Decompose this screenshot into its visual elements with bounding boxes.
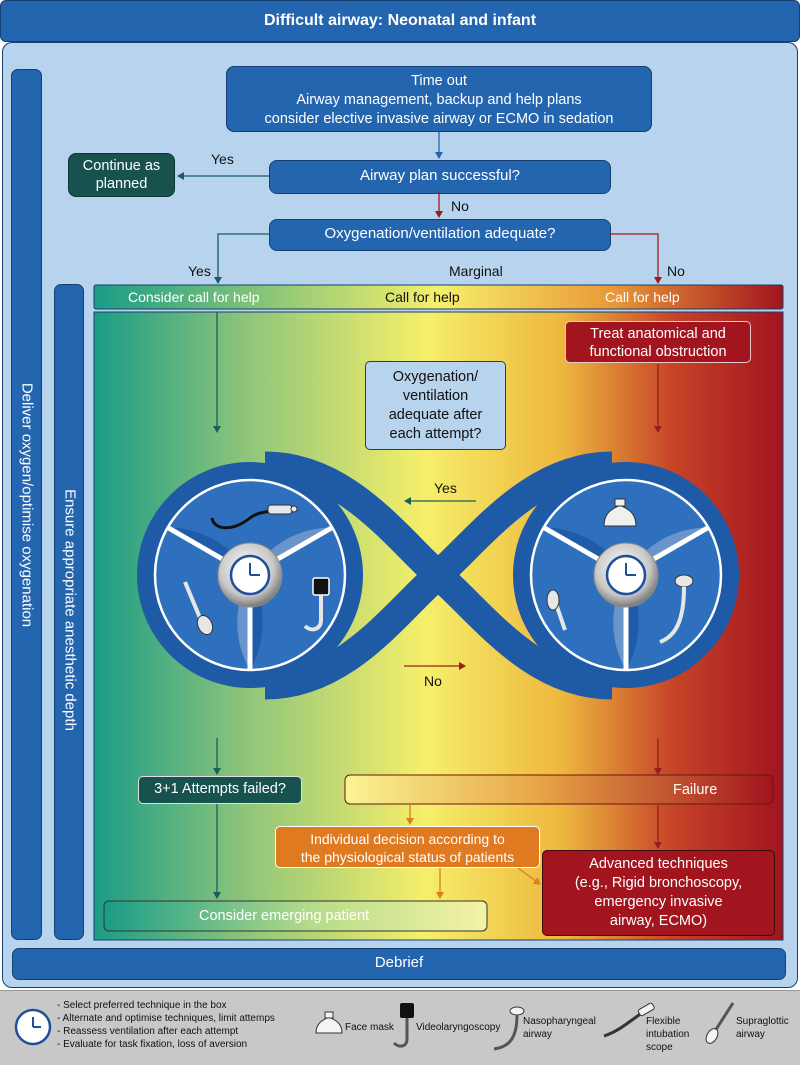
individual-line-1: Individual decision according to xyxy=(310,831,505,847)
left-technique-wheel xyxy=(153,478,347,672)
help-bar xyxy=(93,284,784,310)
right-technique-wheel xyxy=(529,478,723,672)
legend-note-4: - Evaluate for task fixation, loss of av… xyxy=(57,1039,248,1050)
help-bar-left: Consider call for help xyxy=(128,289,260,305)
face-mask-icon xyxy=(603,498,637,527)
legend-clock-icon xyxy=(14,1008,52,1046)
oxy-after-line-3: adequate after xyxy=(388,407,483,423)
failure-box xyxy=(344,774,774,805)
diagram-title: Difficult airway: Neonatal and infant xyxy=(0,0,800,42)
oxygenation-question-text: Oxygenation/ventilation adequate? xyxy=(324,225,556,242)
videolaryngoscope-icon xyxy=(303,577,330,632)
individual-line-2: the physiological status of patients xyxy=(300,849,515,865)
arrow-individual-advanced xyxy=(517,867,541,885)
flexible-scope-icon xyxy=(210,504,298,530)
oxygenation-bar: Deliver oxygen/optimise oxygenation xyxy=(11,69,42,940)
yes-label-top: Yes xyxy=(211,151,234,167)
legend-naso-label-1: Nasopharyngeal xyxy=(523,1016,596,1027)
oxygenation-question: Oxygenation/ventilation adequate? xyxy=(269,219,611,251)
advanced-line-2: (e.g., Rigid bronchoscopy, xyxy=(574,875,743,891)
help-bar-center: Call for help xyxy=(385,289,460,305)
no-label-branch: No xyxy=(667,263,685,279)
yes-label-branch: Yes xyxy=(188,263,211,279)
debrief-bar: Debrief xyxy=(12,948,786,980)
loop-no-label: No xyxy=(424,673,442,689)
no-label-top: No xyxy=(451,198,469,214)
legend-note-1: - Select preferred technique in the box xyxy=(57,1000,227,1011)
help-bar-right: Call for help xyxy=(605,289,680,305)
legend-naso-label-2: airway xyxy=(523,1029,552,1040)
legend-supraglottic-icon xyxy=(705,1002,735,1044)
legend-note-3: - Reassess ventilation after each attemp… xyxy=(57,1026,239,1037)
timeout-line-2: Airway management, backup and help plans xyxy=(296,92,582,108)
airway-plan-question: Airway plan successful? xyxy=(269,160,611,194)
continue-line-1: Continue as xyxy=(82,158,161,174)
attempts-failed-text: 3+1 Attempts failed? xyxy=(154,781,286,797)
airway-plan-question-text: Airway plan successful? xyxy=(359,167,521,184)
legend-videolaryngoscope-icon xyxy=(392,1003,414,1048)
oxy-after-line-4: each attempt? xyxy=(389,426,482,442)
individual-decision-box: Individual decision according to the phy… xyxy=(275,826,540,868)
anesthesia-bar: Ensure appropriate anesthetic depth xyxy=(54,284,84,940)
continue-line-2: planned xyxy=(95,176,148,192)
marginal-label: Marginal xyxy=(449,263,503,279)
oxy-after-line-1: Oxygenation/ xyxy=(392,369,479,385)
legend-face-mask-label: Face mask xyxy=(345,1022,394,1033)
supraglottic-airway-icon xyxy=(183,581,214,636)
legend-flex-label-2: intubation xyxy=(646,1029,690,1040)
treat-line-2: functional obstruction xyxy=(589,344,727,360)
legend-flexible-scope-icon xyxy=(603,1002,655,1038)
debrief-text: Debrief xyxy=(374,954,424,971)
advanced-line-1: Advanced techniques xyxy=(589,856,728,872)
advanced-line-4: airway, ECMO) xyxy=(609,913,708,929)
legend-note-2: - Alternate and optimise techniques, lim… xyxy=(57,1013,275,1024)
advanced-line-3: emergency invasive xyxy=(594,894,723,910)
legend-supra-label-2: airway xyxy=(736,1029,765,1040)
oxy-after-line-2: ventilation xyxy=(402,388,469,404)
treat-line-1: Treat anatomical and xyxy=(590,326,726,342)
legend-flex-label-3: scope xyxy=(646,1042,673,1053)
legend-flex-label-1: Flexible xyxy=(646,1016,681,1027)
failure-text: Failure xyxy=(673,782,718,798)
legend-face-mask-icon xyxy=(315,1011,343,1034)
legend-icons xyxy=(14,1002,735,1051)
emerging-text: Consider emerging patient xyxy=(199,908,370,924)
oxy-after-attempt-box: Oxygenation/ ventilation adequate after … xyxy=(365,361,506,450)
supraglottic-airway-icon-right xyxy=(546,589,567,631)
timeout-line-3: consider elective invasive airway or ECM… xyxy=(264,111,614,127)
loop-yes-label: Yes xyxy=(434,480,457,496)
arrow-oxy-yes xyxy=(214,233,269,284)
treat-obstruction-box: Treat anatomical and functional obstruct… xyxy=(565,321,751,363)
timeout-box: Time out Airway management, backup and h… xyxy=(226,66,652,132)
legend-supra-label-1: Supraglottic xyxy=(736,1016,789,1027)
continue-box: Continue as planned xyxy=(68,153,175,197)
legend-panel: - Select preferred technique in the box … xyxy=(0,990,800,1065)
emerging-box xyxy=(103,900,488,932)
legend-video-label: Videolaryngoscopy xyxy=(416,1022,501,1033)
attempts-failed-box: 3+1 Attempts failed? xyxy=(138,776,302,804)
nasopharyngeal-airway-icon xyxy=(659,574,694,644)
legend-nasopharyngeal-icon xyxy=(493,1006,525,1051)
advanced-techniques-box: Advanced techniques (e.g., Rigid broncho… xyxy=(542,850,775,936)
arrow-oxy-no xyxy=(609,233,662,284)
timeout-title: Time out xyxy=(411,73,467,89)
